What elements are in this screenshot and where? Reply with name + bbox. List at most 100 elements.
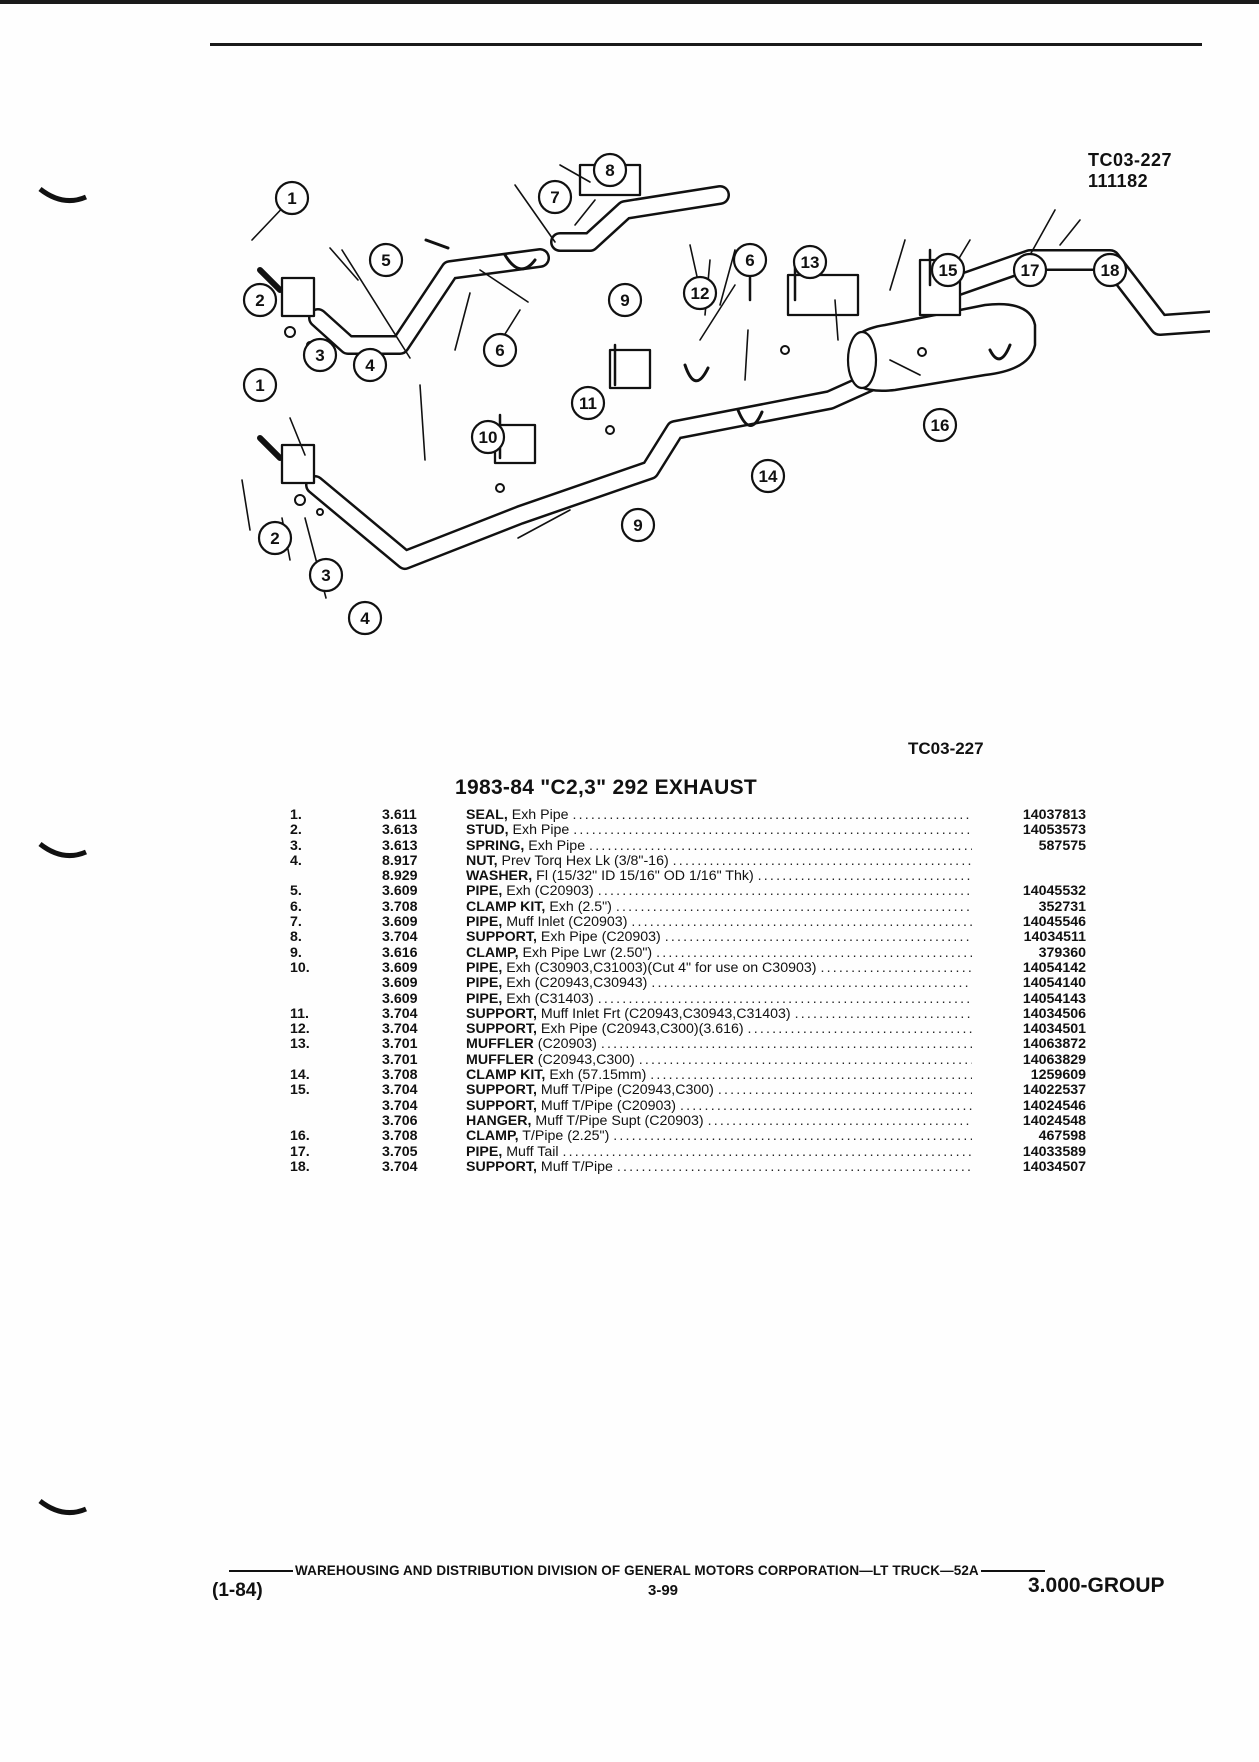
part-name: PIPE,	[466, 915, 503, 931]
callout-11: 11	[570, 385, 606, 421]
footer-date: (1-84)	[212, 1580, 263, 1601]
group-code: 3.616	[382, 944, 418, 961]
part-number: 14024548	[1022, 1112, 1086, 1129]
svg-text:8: 8	[605, 161, 614, 180]
callout-9-upper: 9	[607, 282, 643, 318]
callout-14: 14	[750, 458, 786, 494]
part-detail: Exh (C20903)	[506, 884, 594, 900]
callout-7: 7	[537, 179, 573, 215]
part-name: SEAL,	[466, 808, 508, 823]
group-code: 3.609	[382, 883, 418, 900]
leader-dots: ........................................…	[615, 899, 972, 915]
part-number: 467598	[1038, 1128, 1086, 1145]
item-index: 11.	[290, 1005, 309, 1022]
svg-text:2: 2	[255, 291, 264, 310]
svg-text:15: 15	[939, 261, 958, 280]
svg-text:11: 11	[579, 394, 597, 413]
callout-2-lower: 2	[257, 520, 293, 556]
leader-dots: ........................................…	[613, 1129, 972, 1145]
group-code: 3.706	[382, 1112, 418, 1129]
svg-text:3: 3	[315, 346, 324, 365]
part-detail: Exh Pipe (C20903)	[540, 930, 661, 946]
item-index: 15.	[290, 1082, 310, 1099]
diagram-callouts: 1 2 3 4 5 6 7 8 9 1 2 3 4 10 11 9 12 6 1…	[242, 152, 1128, 636]
figure-date-code: 111182	[1088, 171, 1149, 191]
footer-division-text: WAREHOUSING AND DISTRIBUTION DIVISION OF…	[295, 1563, 979, 1578]
leader-dots: ........................................…	[616, 1159, 972, 1175]
svg-text:16: 16	[931, 416, 950, 435]
part-detail: Exh Pipe	[511, 808, 569, 823]
leader-dots: ........................................…	[597, 884, 972, 900]
item-index: 14.	[290, 1067, 310, 1084]
part-description: CLAMP, T/Pipe (2.25") ..................…	[466, 1129, 972, 1144]
svg-text:3: 3	[321, 566, 330, 585]
part-detail: Exh Pipe	[512, 823, 570, 839]
part-detail: Exh Pipe (C20943,C300)(3.616)	[540, 1022, 744, 1038]
part-number: 14024546	[1022, 1097, 1086, 1114]
callout-3: 3	[302, 337, 338, 373]
group-code: 3.704	[382, 1097, 418, 1114]
callout-6-right: 6	[732, 242, 768, 278]
svg-text:9: 9	[633, 516, 642, 535]
part-name: SUPPORT,	[466, 930, 537, 946]
callout-9-lower: 9	[620, 507, 656, 543]
item-index: 12.	[290, 1021, 310, 1038]
part-description: SUPPORT, Muff T/Pipe ...................…	[466, 1160, 972, 1175]
part-name: SPRING,	[466, 838, 525, 854]
leader-dots: ........................................…	[572, 808, 972, 823]
item-index: 13.	[290, 1036, 310, 1053]
binding-mark-icon	[38, 1498, 87, 1516]
part-number: 14034501	[1022, 1021, 1086, 1038]
svg-text:4: 4	[365, 356, 375, 375]
part-number: 1259609	[1030, 1067, 1086, 1084]
part-detail: Exh (C20943,C30943)	[506, 976, 648, 992]
binding-mark-icon	[38, 841, 87, 859]
part-description: CLAMP KIT, Exh (57.15mm) ...............…	[466, 1068, 972, 1083]
group-code: 3.609	[382, 990, 418, 1007]
part-number: 14063829	[1022, 1051, 1086, 1068]
part-description: MUFFLER (C20943,C300) ..................…	[466, 1053, 972, 1068]
leader-dots: ........................................…	[672, 853, 972, 869]
callout-8: 8	[592, 152, 628, 188]
callout-12: 12	[682, 275, 718, 311]
part-number: 14022537	[1022, 1082, 1086, 1099]
item-index: 10.	[290, 959, 310, 976]
item-index: 1.	[290, 807, 302, 823]
part-name: HANGER,	[466, 1113, 532, 1129]
svg-text:13: 13	[801, 253, 820, 272]
binding-mark-icon	[38, 186, 87, 204]
footer-rule-right	[980, 1570, 1045, 1573]
leader-dots: ........................................…	[589, 838, 972, 854]
group-code: 3.701	[382, 1036, 418, 1053]
part-detail: Prev Torq Hex Lk (3/8"-16)	[501, 853, 669, 869]
part-detail: Muff Inlet (C20903)	[506, 915, 628, 931]
part-detail: Muff T/Pipe (C20943,C300)	[540, 1083, 714, 1099]
part-detail: Fl (15/32" ID 15/16" OD 1/16" Thk)	[536, 869, 754, 885]
leader-dots: ........................................…	[664, 930, 972, 946]
part-name: SUPPORT,	[466, 1159, 537, 1175]
part-detail: Muff T/Pipe Supt (C20903)	[535, 1113, 704, 1129]
group-number: 3.000-GROUP	[1028, 1574, 1165, 1597]
part-description: SUPPORT, Exh Pipe (C20943,C300)(3.616) .…	[466, 1022, 972, 1037]
part-detail: Exh Pipe Lwr (2.50")	[522, 945, 653, 961]
leader-dots: ........................................…	[650, 1068, 972, 1084]
part-number: 14034511	[1023, 929, 1086, 946]
svg-text:18: 18	[1101, 261, 1120, 280]
part-number: 14063872	[1022, 1036, 1086, 1053]
item-index: 9.	[290, 944, 302, 961]
svg-text:1: 1	[287, 189, 296, 208]
callout-5: 5	[368, 242, 404, 278]
